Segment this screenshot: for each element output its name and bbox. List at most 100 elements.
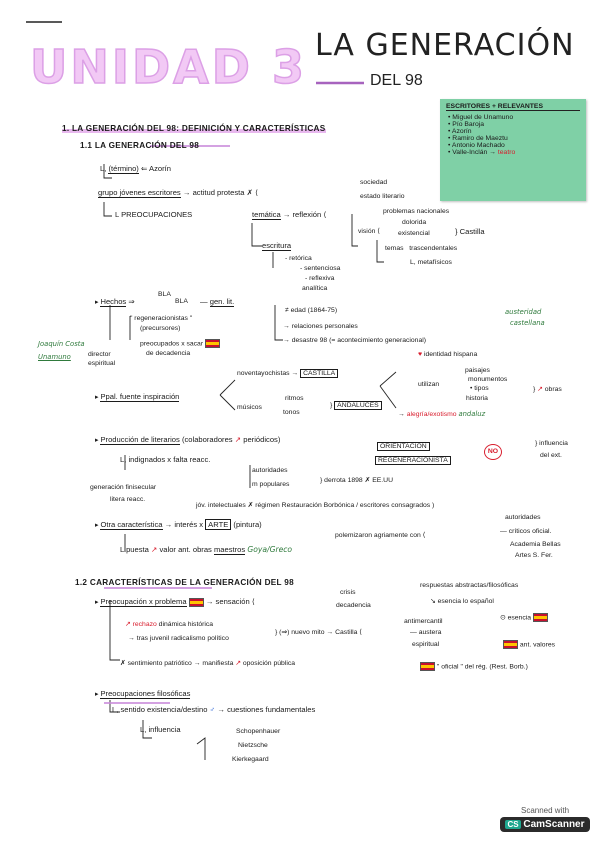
- preocupados-text: preocupados x sacar: [140, 339, 220, 348]
- artes-text: Artes S. Fer.: [515, 552, 553, 559]
- writer-item: • Pío Baroja: [448, 121, 485, 128]
- section-1-2-title: 1.2 CARACTERÍSTICAS DE LA GENERACIÓN DEL…: [75, 578, 294, 587]
- orientacion-box: ORIENTACIÓN: [377, 442, 430, 451]
- dolorida-text: dolorida: [402, 219, 427, 226]
- polemizaron-line: polemizaron agriamente con ⟨: [335, 532, 426, 539]
- respuestas-text: respuestas abstractas/filosóficas: [420, 582, 519, 589]
- writer-item: • Azorín: [448, 128, 472, 135]
- academia-text: Academia Bellas: [510, 541, 561, 548]
- writers-box: ESCRITORES + RELEVANTES • Miguel de Unam…: [440, 99, 586, 201]
- tras-juvenil-text: → tras juvenil radicalismo político: [128, 635, 229, 642]
- tipos-text: • tipos: [470, 385, 489, 392]
- influencia-ext: } influencia: [535, 440, 568, 447]
- director-text: director: [88, 351, 111, 358]
- esencia-esp-text: ↘ esencia lo español: [430, 598, 494, 605]
- identidad-line: ♥ identidad hispana: [418, 351, 478, 358]
- autoridades2-text: autoridades: [505, 514, 541, 521]
- temas-line: temas trascendentales: [385, 245, 458, 252]
- rechazo-line: ↗ rechazo dinámica histórica: [125, 621, 214, 628]
- preocupaciones-label: L PREOCUPACIONES: [115, 210, 193, 219]
- antimercantil-text: antimercantil: [404, 618, 443, 625]
- tonos-text: tonos: [283, 409, 300, 416]
- existencial-text: existencial: [398, 230, 430, 237]
- relaciones-text: → relaciones personales: [283, 323, 358, 330]
- desastre-text: → desastre 98 (= acontecimiento generaci…: [283, 337, 427, 344]
- heart-icon: ♥: [418, 351, 423, 358]
- noventayochistas-line: noventayochistas → CASTILLA: [237, 369, 339, 378]
- estado-literario-text: estado literario: [360, 193, 405, 200]
- produccion-line: Producción de literarios (colaboradores …: [95, 435, 280, 445]
- bla2-text: BLA: [175, 298, 188, 305]
- section-1-1-title: 1.1 LA GENERACIÓN DEL 98: [80, 141, 200, 150]
- spain-flag-icon: [205, 339, 220, 348]
- autoridades-text: autoridades: [252, 467, 288, 474]
- otra-caract-line: Otra característica → interés x ARTE (pi…: [95, 519, 262, 530]
- writer-item: • Valle-Inclán → teatro: [448, 149, 516, 156]
- analitica-text: analítica: [302, 285, 328, 292]
- obras-text: } ↗ obras: [533, 386, 562, 393]
- camscanner-watermark: Scanned with CS CamScanner: [500, 806, 590, 840]
- writer-item: • Antonio Machado: [448, 142, 505, 149]
- bla-text: BLA: [158, 291, 171, 298]
- unit-title: UNIDAD 3: [29, 39, 307, 95]
- andaluces-box: } ANDALUCES: [330, 401, 382, 410]
- filosofo-item: Nietzsche: [238, 742, 268, 749]
- alegria-line: → alegría/exotismo andaluz: [398, 410, 486, 418]
- male-symbol-icon: ♂: [209, 705, 216, 714]
- vision-line: visión ⟨: [358, 228, 380, 235]
- problemas-text: problemas nacionales: [383, 208, 450, 215]
- paisajes-text: paisajes: [465, 367, 490, 374]
- espiritual-12-text: espiritual: [412, 641, 440, 648]
- precursores-text: (precursores): [140, 325, 181, 332]
- nuevo-mito-line: } (⇒) nuevo mito → Castilla ⟨: [275, 629, 362, 636]
- gen-fin-text: generación finisecular: [90, 484, 157, 491]
- spain-flag-icon: [503, 640, 518, 649]
- regeneracionista-box: REGENERACIONISTA: [375, 456, 451, 465]
- page-title-line1: LA GENERACIÓN: [315, 28, 575, 63]
- criticos-text: — críticos oficial.: [500, 528, 552, 535]
- writers-heading: ESCRITORES + RELEVANTES: [446, 103, 580, 111]
- section-1-title: 1. LA GENERACIÓN DEL 98: DEFINICIÓN Y CA…: [62, 124, 326, 133]
- crisis-text: crisis: [340, 589, 356, 596]
- page-title-line2: DEL 98: [370, 72, 423, 89]
- unamuno-text: Unamuno: [38, 353, 71, 361]
- regeneracionistas-text: " regeneracionistas ": [130, 315, 193, 322]
- ritmos-text: ritmos: [285, 395, 304, 402]
- spain-flag-icon: [420, 662, 435, 671]
- decadencia-text: de decadencia: [146, 350, 191, 357]
- monumentos-text: monumentos: [468, 376, 508, 383]
- historia-text: historia: [466, 395, 488, 402]
- metafisicos-text: L, metafísicos: [410, 259, 452, 266]
- joaquin-costa-text: Joaquín Costa: [38, 340, 85, 348]
- austera-text: — austera: [410, 629, 442, 636]
- writer-item: • Ramiro de Maeztu: [448, 135, 508, 142]
- preocupacion-problema-line: Preocupación x problema → sensación ⟨: [95, 597, 255, 607]
- litera-reacc-text: litera reacc.: [110, 496, 146, 503]
- retorica-text: - retórica: [285, 255, 312, 262]
- decadencia-12-text: decadencia: [336, 602, 371, 609]
- spain-flag-icon: [188, 597, 204, 607]
- puesta-line: L puesta ↗ valor ant. obras maestros Goy…: [120, 545, 293, 555]
- influencia-12-line: L, influencia: [140, 725, 181, 734]
- filosofo-item: Kierkegaard: [232, 756, 269, 763]
- castellana-text: castellana: [510, 319, 545, 327]
- escritura-label: escritura: [262, 241, 292, 251]
- ppal-fuente-line: Ppal. fuente inspiración: [95, 392, 180, 402]
- no-badge: NO: [484, 444, 502, 460]
- gen-lit-text: — gen. lit.: [200, 297, 235, 307]
- jov-intelectuales-line: jóv. intelectuales ✗ régimen Restauració…: [196, 502, 435, 509]
- austeridad-text: austeridad: [505, 308, 542, 316]
- castilla-text: } Castilla: [455, 227, 485, 236]
- filosofo-item: Schopenhauer: [236, 728, 281, 735]
- esencia-text: ⊙ esencia: [500, 613, 548, 622]
- utilizan-text: utilizan: [418, 381, 440, 388]
- sentenciosa-text: - sentenciosa: [300, 265, 341, 272]
- ant-valores-text: ant. valores: [503, 640, 555, 649]
- derrota-text: } derrota 1898 ✗ EE.UU: [320, 477, 393, 484]
- sentimiento-line: ✗ sentimiento patriótico → manifiesta ↗ …: [120, 660, 296, 667]
- reflexiva-text: - reflexiva: [305, 275, 335, 282]
- hechos-line: Hechos ⇒: [95, 297, 135, 307]
- del-ext: del ext.: [540, 452, 562, 459]
- tematica-line: temática → reflexión ⟨: [252, 210, 327, 220]
